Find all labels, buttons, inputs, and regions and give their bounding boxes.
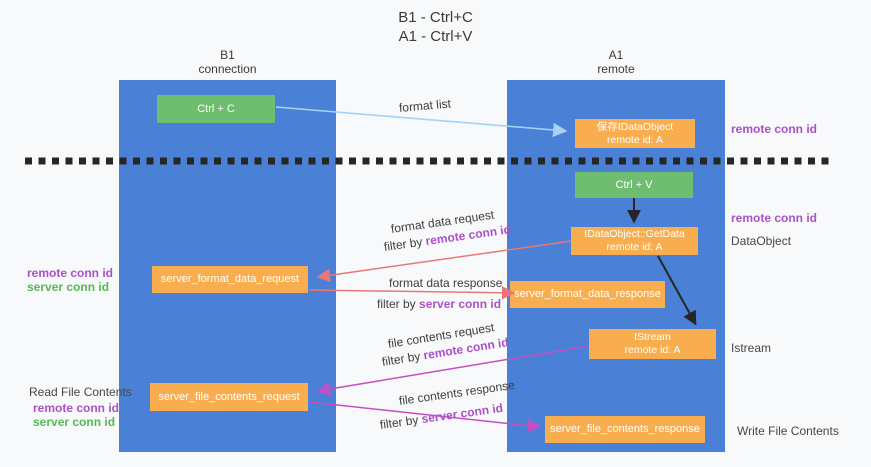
node-ctrl-v-label: Ctrl + V <box>615 178 653 191</box>
filter-prefix: filter by <box>383 234 427 254</box>
title-line-2: A1 - Ctrl+V <box>398 28 473 45</box>
filter-value-server-conn-id: server conn id <box>419 297 502 311</box>
node-save-dataobject-line1: 保存IDataObject <box>596 120 674 133</box>
flow-filter-format-data-response: filter by server conn id <box>377 297 501 311</box>
annotation-server-conn-id-left-bottom: server conn id <box>33 415 116 429</box>
annotation-remote-conn-id-mid: remote conn id <box>731 211 818 225</box>
lane-header-a1: A1 remote <box>507 48 725 76</box>
lane-a1-subtitle: remote <box>597 62 635 76</box>
node-save-dataobject: 保存IDataObject remote id: A <box>575 119 695 148</box>
flow-label-format-list: format list <box>398 96 451 114</box>
node-getdata-line2: remote id: A <box>606 241 663 253</box>
node-istream-line2: remote id: A <box>624 344 681 356</box>
node-format-request-label: server_format_data_request <box>160 273 300 285</box>
node-server-file-contents-request: server_file_contents_request <box>150 383 308 411</box>
filter-prefix: filter by <box>380 348 425 369</box>
lane-b1-subtitle: connection <box>198 62 257 76</box>
annotation-remote-conn-id-top: remote conn id <box>731 122 818 136</box>
node-ctrl-c: Ctrl + C <box>157 95 275 123</box>
filter-prefix: filter by <box>377 297 420 311</box>
annotation-dataobject: DataObject <box>731 234 792 248</box>
diagram-title: B1 - Ctrl+C A1 - Ctrl+V <box>0 8 871 46</box>
filter-prefix: filter by <box>379 412 423 432</box>
node-getdata-line1: IDataObject::GetData <box>584 228 685 240</box>
flow-label-format-data-response: format data response <box>389 276 502 290</box>
node-idataobject-getdata: IDataObject::GetData remote id: A <box>571 227 698 255</box>
node-save-dataobject-line2: remote id: A <box>606 133 664 146</box>
node-server-format-data-request: server_format_data_request <box>152 266 308 293</box>
lane-a1-name: A1 <box>608 48 624 62</box>
annotation-server-conn-id-left-top: server conn id <box>27 280 110 294</box>
node-server-format-data-response: server_format_data_response <box>510 281 665 308</box>
node-istream-line1: IStream <box>634 331 671 343</box>
format-list-text: format list <box>398 96 452 115</box>
format-data-response-text: format data response <box>389 276 503 290</box>
annotation-istream: Istream <box>731 341 772 355</box>
node-file-request-label: server_file_contents_request <box>158 390 300 403</box>
node-server-file-contents-response: server_file_contents_response <box>545 416 705 443</box>
node-ctrl-c-label: Ctrl + C <box>197 102 235 115</box>
arrow-format-data-response <box>308 286 516 300</box>
annotation-write-file-contents: Write File Contents <box>737 424 839 438</box>
lane-header-b1: B1 connection <box>119 48 336 76</box>
node-format-response-label: server_format_data_response <box>514 288 661 300</box>
annotation-remote-conn-id-left-top: remote conn id <box>27 266 114 280</box>
annotation-remote-conn-id-left-bottom: remote conn id <box>33 401 120 415</box>
flow-filter-file-contents-response: filter by server conn id <box>379 401 504 432</box>
node-ctrl-v: Ctrl + V <box>575 172 693 198</box>
node-file-response-label: server_file_contents_response <box>550 423 700 435</box>
annotation-read-file-contents: Read File Contents <box>29 385 132 399</box>
filter-value-server-conn-id: server conn id <box>420 400 504 427</box>
lane-b1-name: B1 <box>220 48 235 62</box>
node-istream: IStream remote id: A <box>589 329 716 359</box>
title-line-1: B1 - Ctrl+C <box>398 9 473 26</box>
